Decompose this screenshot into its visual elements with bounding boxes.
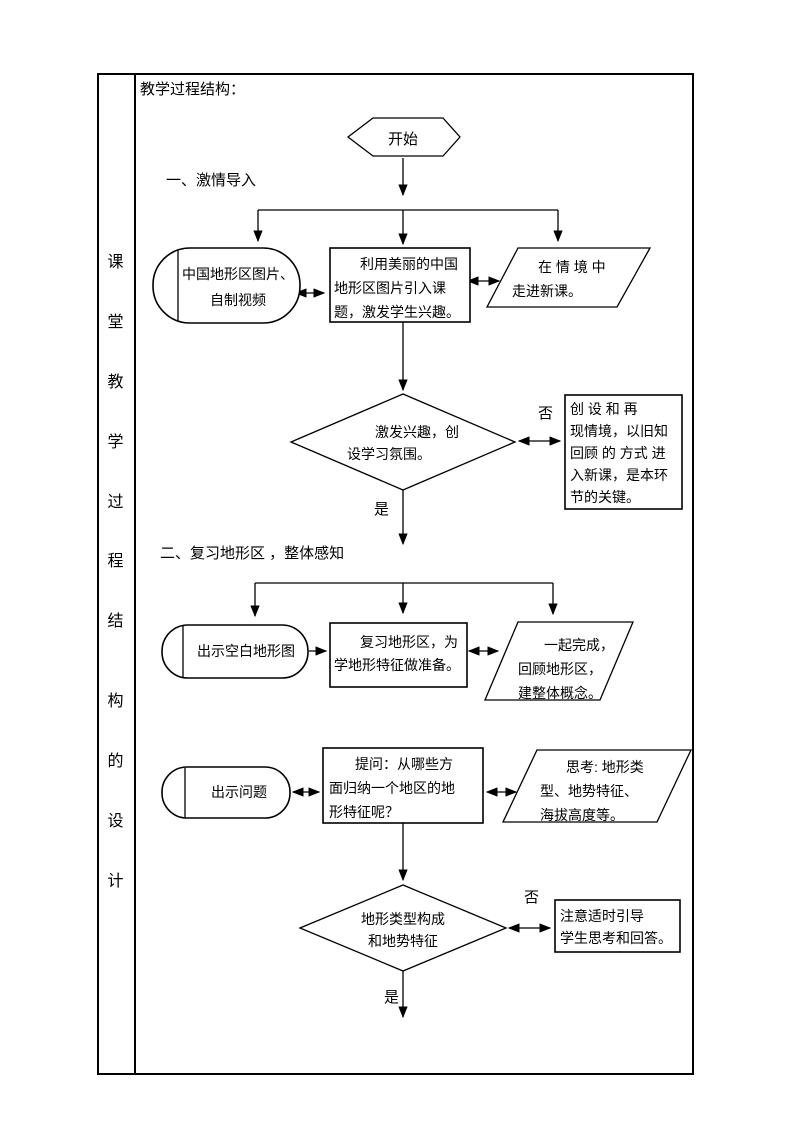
- row1-process-label: 利用美丽的中国 地形区图片引入课 题，激发学生兴趣。: [334, 256, 460, 320]
- row2-io-parallelogram: [484, 621, 634, 701]
- row3-io-label: 思考: 地形类 型、地势特征、 海拔高度等。: [540, 759, 644, 823]
- row3-io-parallelogram: [501, 749, 693, 823]
- start-hexagon: [346, 117, 461, 157]
- row1-process-rect: [329, 247, 471, 323]
- table-column-divider: [134, 73, 136, 1075]
- section2-label: 二、复习地形区 ，整体感知: [160, 545, 345, 562]
- decision2-no-label: 否: [524, 889, 540, 906]
- decision1-note-rect: [564, 394, 683, 510]
- vertical-char: 课: [107, 254, 124, 271]
- vertical-char: 程: [107, 553, 124, 570]
- row2-media-stadium: [161, 624, 309, 679]
- vertical-char: 教: [107, 374, 124, 391]
- row1-media-stadium: [152, 247, 301, 324]
- table-border: [97, 73, 694, 1075]
- row3-media-stadium: [161, 766, 291, 819]
- row3-media-label: 出示问题: [211, 784, 267, 800]
- decision1-no-label: 否: [538, 405, 554, 422]
- decision2-note-rect: [554, 899, 681, 953]
- vertical-char: 的: [107, 753, 124, 770]
- vertical-char: 学: [107, 434, 124, 451]
- row1-io-label: 在 情 境 中 走进新课。: [512, 259, 606, 299]
- row3-process-rect: [322, 747, 484, 824]
- vertical-char: 结: [107, 613, 124, 630]
- decision2-yes-label: 是: [384, 989, 400, 1006]
- section1-label: 一、激情导入: [166, 172, 257, 189]
- decision2-note-label: 注意适时引导 学生思考和回答。: [560, 908, 672, 946]
- flowchart-shapes: [152, 117, 693, 972]
- connector-lines: [250, 158, 563, 1019]
- vertical-char: 堂: [107, 314, 124, 331]
- row2-process-label: 复习地形区，为 学地形特征做准备。: [334, 634, 460, 673]
- vertical-char: 过: [107, 494, 124, 511]
- row2-media-label: 出示空白地形图: [197, 643, 295, 659]
- row2-process-rect: [329, 622, 468, 688]
- decision1-diamond: [289, 393, 517, 491]
- decision2-diamond: [298, 884, 508, 972]
- vertical-char: 设: [107, 813, 124, 830]
- decision1-yes-label: 是: [374, 501, 390, 518]
- row2-io-label: 一起完成， 回顾地形区， 建整体概念。: [518, 637, 614, 701]
- row3-process-label: 提问：从哪些方 面归纳一个地区的地 形特征呢？: [329, 756, 455, 820]
- decision2-label: 地形类型构成 和地势特征: [361, 911, 445, 949]
- decision1-note-label: 创 设 和 再 现情境，以旧知 回顾 的 方式 进 入新课，是本环 节的关键。: [570, 401, 668, 505]
- row1-media-label: 中国地形区图片、 自制视频: [182, 266, 294, 308]
- row1-io-parallelogram: [485, 247, 652, 308]
- decision1-label: 激发兴趣，创 设学习氛围。: [347, 424, 459, 462]
- page-title: 教学过程结构：: [140, 81, 246, 98]
- vertical-char: 计: [107, 873, 124, 890]
- vertical-char: 构: [107, 693, 124, 710]
- start-label: 开始: [387, 131, 418, 148]
